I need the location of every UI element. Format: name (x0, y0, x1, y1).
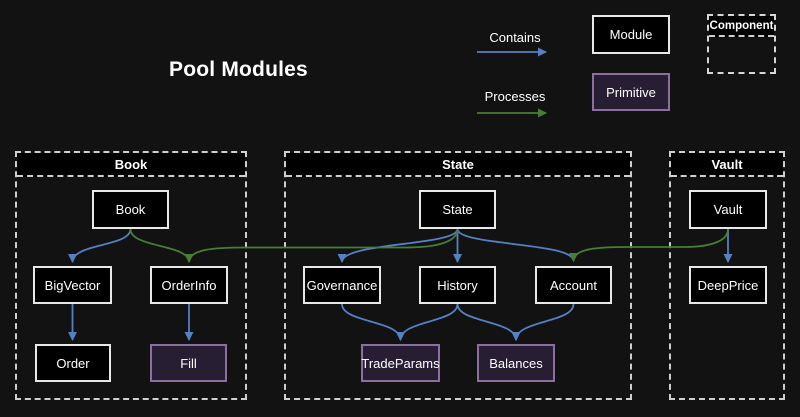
node-state: State (419, 190, 496, 229)
node-fill-label: Fill (180, 355, 197, 371)
node-bigvector: BigVector (33, 266, 112, 304)
container-book-label: Book (114, 156, 148, 172)
node-book: Book (92, 190, 169, 229)
node-orderinfo-label: OrderInfo (161, 277, 217, 293)
node-account-label: Account (550, 277, 597, 293)
node-order: Order (35, 344, 111, 382)
node-orderinfo: OrderInfo (150, 266, 228, 304)
node-history-label: History (437, 277, 478, 293)
node-governance: Governance (303, 266, 381, 304)
legend-component-header: Component (709, 16, 774, 37)
legend-primitive-box: Primitive (592, 73, 670, 111)
node-balances: Balances (477, 344, 555, 382)
container-vault-header: Vault (671, 153, 783, 177)
node-bigvector-label: BigVector (44, 277, 101, 293)
container-vault: Vault (669, 151, 785, 400)
container-vault-label: Vault (711, 156, 743, 172)
node-fill: Fill (150, 344, 227, 382)
container-book-header: Book (17, 153, 245, 177)
node-deepprice-label: DeepPrice (697, 277, 759, 293)
container-state-header: State (286, 153, 630, 177)
node-account: Account (535, 266, 612, 304)
legend-primitive-label: Primitive (606, 84, 656, 100)
node-balances-label: Balances (489, 355, 543, 371)
legend-module-box: Module (592, 15, 670, 54)
node-tradeparams-label: TradeParams (361, 355, 440, 371)
legend-module-label: Module (609, 27, 653, 42)
legend-component-box: Component (707, 14, 776, 74)
node-book-label: Book (115, 202, 146, 217)
node-order-label: Order (56, 355, 90, 371)
legend-contains-label: Contains (489, 30, 541, 45)
container-book: Book (15, 151, 247, 400)
node-vault: Vault (689, 190, 767, 229)
container-state: State (284, 151, 632, 400)
node-vault-label: Vault (713, 202, 743, 217)
node-deepprice: DeepPrice (689, 266, 767, 304)
node-tradeparams: TradeParams (361, 344, 440, 382)
page-title: Pool Modules (169, 58, 308, 81)
node-state-label: State (442, 202, 473, 217)
legend-component-label: Component (709, 19, 774, 32)
container-state-label: State (442, 156, 474, 172)
node-governance-label: Governance (306, 277, 378, 293)
legend-processes-label: Processes (484, 89, 546, 104)
node-history: History (419, 266, 496, 304)
